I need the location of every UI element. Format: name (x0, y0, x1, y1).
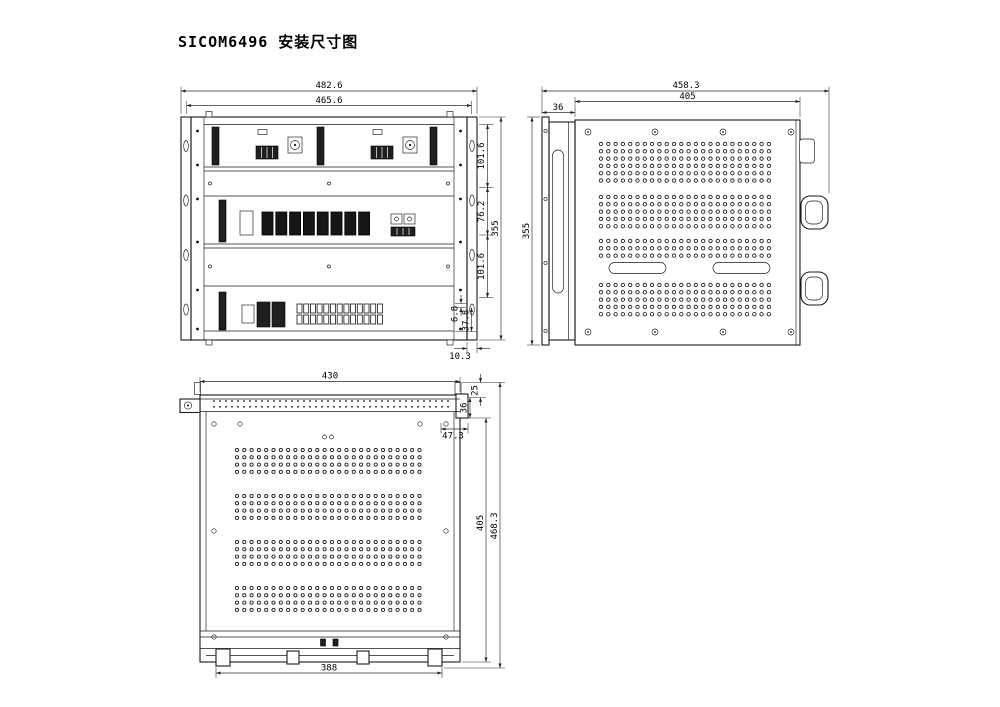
dim-front-inner-width: 465.6 (315, 96, 342, 106)
rear-handle (800, 271, 829, 306)
switch-card-row (218, 291, 383, 331)
foot (427, 648, 443, 667)
rail-screws (196, 129, 462, 331)
front-view-dimensions: 482.6 465.6 101.6 76.2 101.6 355 6.8 (180, 81, 506, 362)
ejector-handle (218, 291, 227, 331)
slot-separators (204, 166, 454, 332)
page-title: SICOM6496 安装尺寸图 (178, 33, 358, 51)
blank-panel-screws (208, 181, 450, 269)
dim-bottom-mount-span: 388 (321, 664, 337, 674)
connector (241, 304, 255, 324)
foot (356, 650, 370, 665)
panel-screws (584, 128, 795, 336)
bottom-panel-outline (199, 394, 461, 663)
dim-bottom-corner-offset: 47.3 (442, 432, 464, 442)
chassis-outline (190, 116, 468, 341)
led-switch-grid (296, 303, 383, 325)
port-card-row (218, 199, 416, 243)
latch-tab (446, 339, 454, 346)
dim-bottom-tab-inset: 25 (471, 385, 481, 396)
sfp-cluster (390, 213, 416, 237)
front-edge-perforation (213, 400, 449, 408)
power-module-row (211, 126, 438, 166)
rj45-port-strip (261, 211, 371, 236)
side-view: 458.3 405 36 355 (522, 81, 830, 346)
dim-bottom-body-depth: 405 (476, 515, 486, 531)
vent-hole-field (598, 141, 772, 183)
dim-front-overall-height: 355 (491, 220, 501, 236)
vent-hole-field (598, 194, 772, 229)
vent-hole-field (234, 539, 422, 566)
vent-hole-field (234, 447, 422, 474)
dim-side-overall-height: 355 (522, 223, 532, 239)
terminal-block (370, 145, 394, 160)
vent-hole-field (234, 493, 422, 520)
front-view: 482.6 465.6 101.6 76.2 101.6 355 6.8 (180, 81, 506, 362)
vent-slot (608, 262, 667, 274)
latch-tab (205, 339, 213, 346)
front-handle (552, 149, 564, 294)
dim-bottom-body-width: 430 (322, 372, 338, 382)
ejector-handle (211, 126, 220, 166)
side-view-dimensions: 458.3 405 36 355 (522, 81, 830, 346)
dim-front-mid-slot: 76.2 (477, 201, 487, 223)
dim-bottom-overall-depth: 468.3 (490, 512, 500, 539)
dim-bottom-front-depth: 36 (460, 403, 470, 414)
side-rack-ear (541, 116, 550, 346)
ejector-handle (316, 126, 325, 166)
dim-side-body-depth: 405 (679, 92, 695, 102)
ejector-handle (429, 126, 438, 166)
flange-screws (543, 129, 548, 333)
dim-front-bottom-rail: 37.8 (462, 310, 472, 332)
vent-hole-field (234, 585, 422, 612)
power-inlet (256, 301, 271, 328)
side-panel-outline (574, 119, 801, 346)
rear-tab (799, 138, 815, 164)
foot (286, 650, 300, 665)
dim-front-gap: 6.8 (451, 306, 461, 322)
panel-screws (211, 421, 449, 640)
latch-tab (194, 382, 201, 395)
foot (215, 648, 231, 667)
power-connector (287, 136, 303, 154)
rear-handle (800, 195, 829, 230)
power-connector (402, 136, 418, 154)
console-port (239, 210, 254, 236)
vent-hole-field (598, 282, 772, 317)
latch-tab (446, 111, 454, 118)
vent-hole-field (598, 238, 772, 258)
vent-slot (712, 262, 771, 274)
terminal-block (255, 145, 279, 160)
dim-front-top-slot: 101.6 (477, 142, 487, 169)
mounting-ear (179, 398, 201, 414)
dim-front-bottom-slot: 101.6 (477, 253, 487, 280)
dim-side-front-flange: 36 (553, 103, 564, 113)
dim-front-overall-width: 482.6 (315, 81, 342, 91)
ejector-handle (218, 199, 227, 243)
latch-tab (205, 111, 213, 118)
bottom-view: 430 25 36 47.3 405 468.3 388 (179, 372, 505, 678)
dim-side-overall-depth: 458.3 (672, 81, 699, 91)
bottom-view-dimensions: 430 25 36 47.3 405 468.3 388 (199, 372, 505, 678)
dim-front-ear-offset: 10.3 (449, 352, 471, 362)
power-inlet (271, 301, 286, 328)
